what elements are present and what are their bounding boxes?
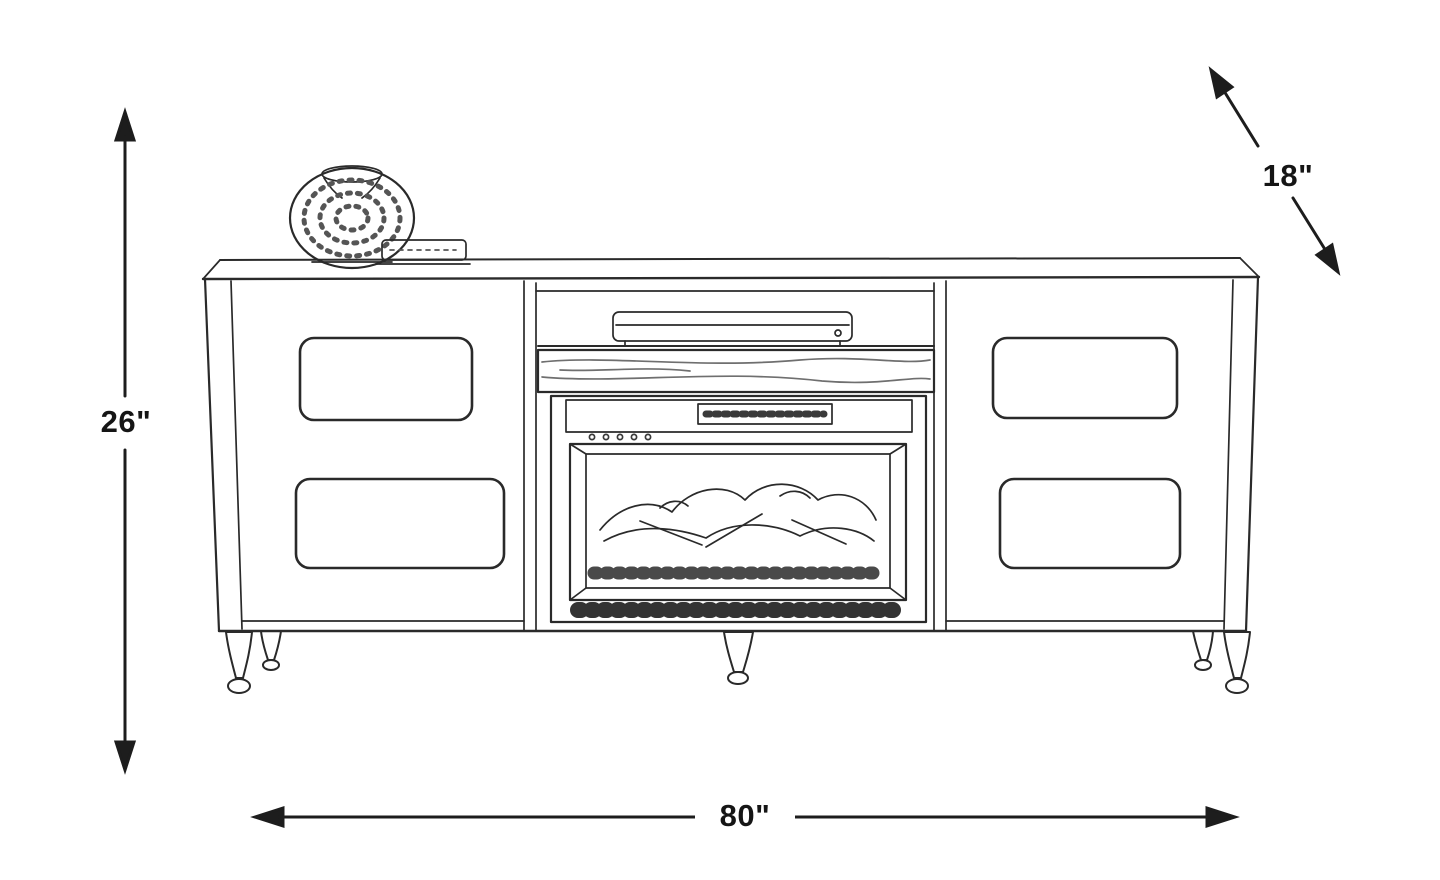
drawer-front bbox=[991, 336, 1179, 420]
width-dimension-label: 80" bbox=[695, 798, 795, 834]
leg-left-back bbox=[260, 630, 282, 671]
media-player bbox=[612, 311, 853, 346]
decor-vase bbox=[288, 165, 416, 270]
height-dimension-arrow bbox=[113, 107, 137, 775]
depth-dimension-label: 18" bbox=[1248, 158, 1328, 194]
arrowhead-down-icon bbox=[113, 740, 137, 775]
arrowhead-upleft-icon bbox=[1208, 66, 1235, 100]
width-dimension-arrow bbox=[250, 805, 1240, 829]
fireplace-display bbox=[697, 403, 833, 425]
leg-left-front bbox=[225, 631, 253, 694]
arrowhead-downright-icon bbox=[1314, 242, 1341, 276]
drawer-front bbox=[294, 477, 506, 570]
drawer-front bbox=[298, 336, 474, 422]
arrowhead-right-icon bbox=[1205, 805, 1240, 829]
fireplace-control-panel bbox=[565, 399, 913, 441]
leg-right-back bbox=[1192, 630, 1214, 671]
decor-box bbox=[375, 239, 471, 265]
media-shelf bbox=[535, 290, 935, 347]
leg-right-front bbox=[1223, 631, 1251, 694]
fireplace-control-buttons bbox=[588, 433, 652, 441]
fireplace-insert bbox=[549, 394, 928, 624]
right-drawers bbox=[991, 336, 1182, 570]
leg-center bbox=[723, 631, 754, 685]
left-drawers bbox=[294, 336, 506, 570]
mantel-band bbox=[536, 348, 936, 394]
fireplace-logs bbox=[599, 483, 877, 548]
firebox bbox=[568, 442, 908, 602]
legs bbox=[225, 630, 1251, 694]
drawer-front bbox=[998, 477, 1182, 570]
tv-console-sketch bbox=[201, 165, 1261, 694]
height-dimension-label: 26" bbox=[90, 404, 162, 440]
depth-dimension-arrow bbox=[1208, 66, 1341, 276]
